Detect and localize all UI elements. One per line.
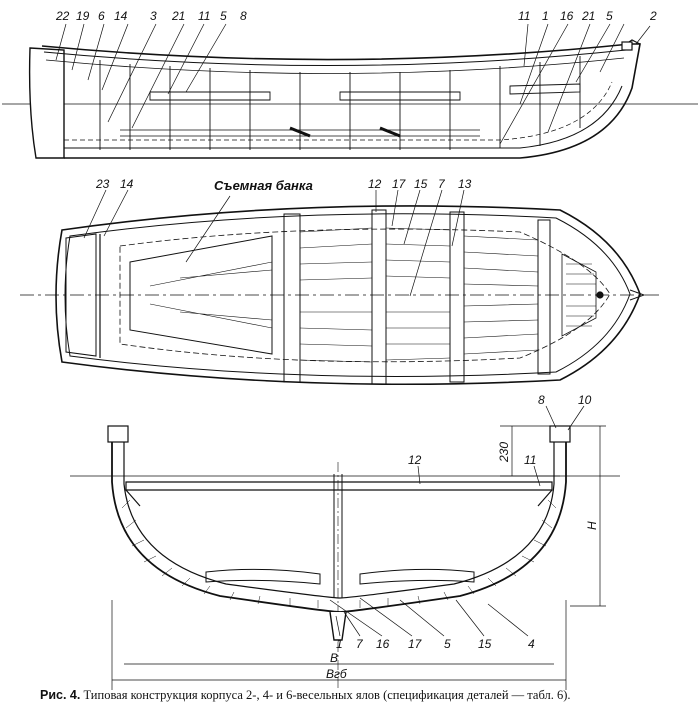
plan-label-7: 7 (438, 177, 446, 191)
dim-freeboard (500, 425, 560, 477)
dim-label-Bgb: Bгб (326, 667, 348, 681)
hull-outline-plan (55, 205, 641, 386)
side-label-21b: 21 (581, 9, 595, 23)
thwart-1 (283, 213, 301, 383)
hull-section-inner (123, 432, 555, 599)
side-label-22: 22 (55, 9, 70, 23)
section-label-16: 16 (376, 637, 390, 651)
plan-label-14: 14 (120, 177, 134, 191)
side-label-5b: 5 (606, 9, 613, 23)
section-label-10: 10 (578, 393, 592, 407)
removable-thwart-label: Съемная банка (214, 178, 313, 193)
side-label-5: 5 (220, 9, 227, 23)
side-label-11: 11 (198, 9, 210, 23)
keel-line (64, 43, 641, 159)
section-view-labels: 8 10 12 11 1 7 16 17 5 15 4 230 H B Bгб (326, 393, 599, 681)
side-view (2, 23, 698, 159)
transom (28, 47, 65, 159)
plan-view-labels: 23 14 Съемная банка 12 17 15 7 13 (95, 177, 472, 193)
plan-label-15: 15 (414, 177, 428, 191)
side-label-6: 6 (98, 9, 105, 23)
plan-view (20, 189, 660, 386)
section-label-7: 7 (356, 637, 364, 651)
dim-height (570, 425, 606, 607)
caption-lead: Рис. 4. (40, 688, 81, 702)
section-view (70, 405, 620, 690)
side-label-16: 16 (560, 9, 574, 23)
gunwale-starboard (549, 425, 571, 443)
plan-label-12: 12 (368, 177, 382, 191)
sheer-line (41, 43, 631, 61)
floor-board-port (205, 568, 321, 585)
side-label-19: 19 (76, 9, 90, 23)
dim-label-230: 230 (497, 442, 511, 463)
side-label-21: 21 (171, 9, 185, 23)
side-label-1: 1 (542, 9, 549, 23)
side-label-14: 14 (114, 9, 128, 23)
section-label-15: 15 (478, 637, 492, 651)
side-label-11b: 11 (518, 9, 530, 23)
floor-board-starboard (359, 568, 475, 585)
section-label-4: 4 (528, 637, 535, 651)
stern-sheets (65, 233, 97, 357)
dim-label-B: B (330, 651, 338, 665)
caption-text: Типовая конструкция корпуса 2-, 4- и 6-в… (83, 688, 571, 702)
thwart-3 (449, 211, 465, 383)
stern-platform (129, 235, 273, 355)
plan-label-13: 13 (458, 177, 472, 191)
thwart-beam (125, 481, 553, 491)
section-label-1: 1 (336, 637, 343, 651)
side-view-labels: 22 19 6 14 3 21 11 5 8 11 1 16 21 5 2 (55, 9, 657, 23)
centre-pillar (333, 474, 343, 598)
gunwale-port (107, 425, 129, 443)
section-label-12: 12 (408, 453, 422, 467)
section-label-11: 11 (524, 453, 536, 467)
section-label-17: 17 (408, 637, 423, 651)
section-label-5: 5 (444, 637, 451, 651)
side-label-3: 3 (150, 9, 157, 23)
dim-label-H: H (585, 521, 599, 530)
dim-beam (111, 600, 567, 690)
section-label-8: 8 (538, 393, 545, 407)
side-label-2: 2 (649, 9, 657, 23)
thwart-2 (371, 209, 387, 385)
plan-label-23: 23 (95, 177, 110, 191)
plan-label-17: 17 (392, 177, 407, 191)
thwart-4 (537, 219, 551, 375)
figure-caption: Рис. 4. Типовая конструкция корпуса 2-, … (40, 688, 680, 703)
side-label-8: 8 (240, 9, 247, 23)
